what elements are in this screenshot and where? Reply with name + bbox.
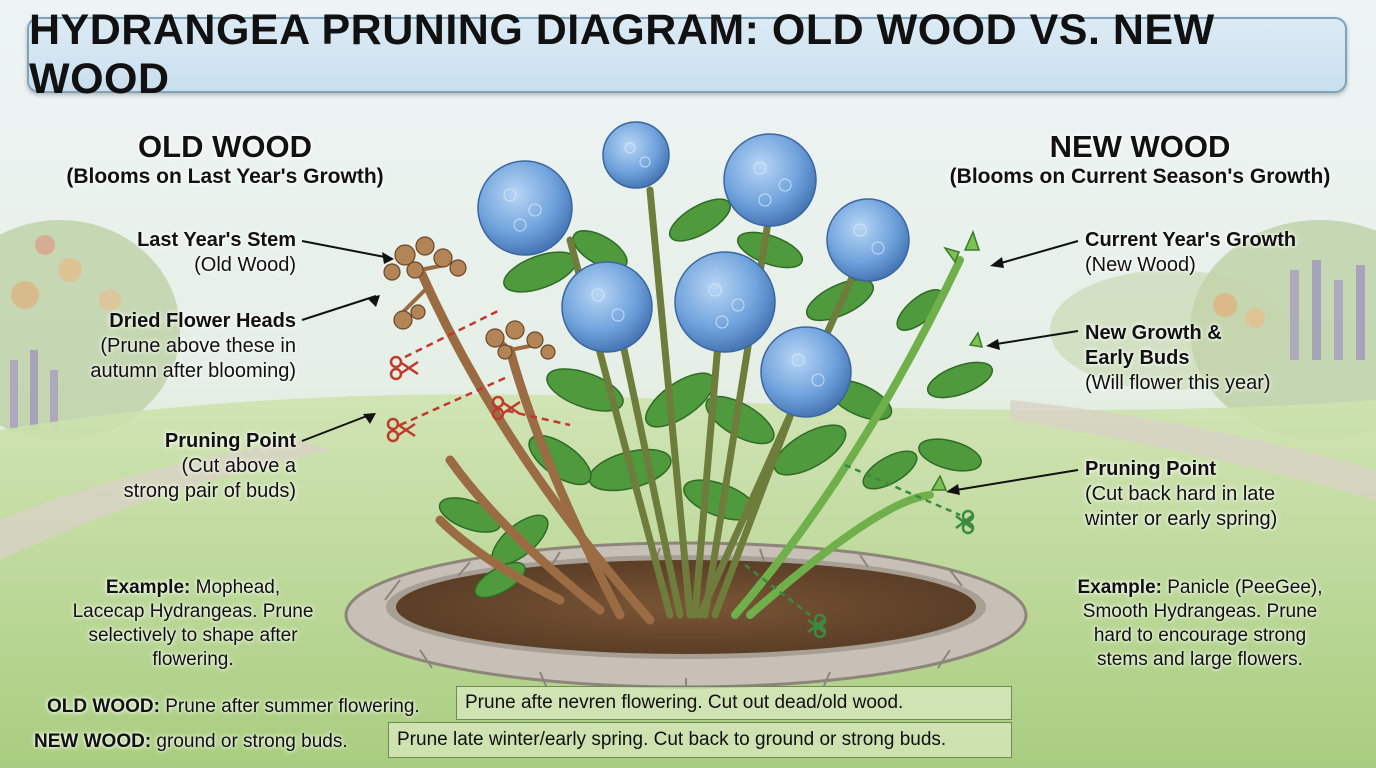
old-wood-section-header: OLD WOOD (Blooms on Last Year's Growth) [40,130,410,190]
new-wood-cut-lines [744,463,961,616]
summary-row-old-wood: OLD WOOD: Prune after summer flowering. [47,692,420,722]
example-text: Smooth Hydrangeas. Prune [1082,601,1318,622]
label-bold: Current Year's Growth [1085,229,1297,251]
new-wood-section-header: NEW WOOD (Blooms on Current Season's Gro… [920,130,1360,190]
label-text: (Will flower this year) [1085,372,1271,394]
example-text: Mophead, [190,577,281,598]
label-text: (Old Wood) [194,254,296,276]
summary-text: Prune after summer flowering. [159,696,420,717]
garden-path-left [0,440,330,560]
example-label: Example: [105,577,191,598]
arrowheads [363,252,1004,495]
hydrangea-blooms [477,121,910,418]
dried-flower-heads [383,236,556,360]
example-text: hard to encourage strong [1093,625,1307,646]
old-wood-stems [415,265,655,625]
label-text: (New Wood) [1085,254,1196,276]
label-old-pruning-point: Pruning Point (Cut above a strong pair o… [20,429,296,504]
example-text: selectively to shape after [88,625,298,646]
label-text-line: strong pair of buds) [123,480,296,502]
new-wood-example: Example: Panicle (PeeGee), Smooth Hydran… [1030,576,1370,672]
example-label: Example: [1077,577,1162,598]
page-title: HYDRANGEA PRUNING DIAGRAM: OLD WOOD VS. … [29,6,1215,103]
label-text-line: (Prune above these in [100,335,296,357]
summary-row-new-wood: NEW WOOD: ground or strong buds. [34,727,348,757]
label-text-line: (Cut above a [181,455,296,477]
old-wood-example: Example: Mophead, Lacecap Hydrangeas. Pr… [20,576,366,672]
callout-arrows [301,240,1079,492]
new-wood-heading: NEW WOOD [1049,129,1231,164]
summary-cell-old-wood: Prune afte nevren flowering. Cut out dea… [456,686,1012,720]
old-wood-subheading: (Blooms on Last Year's Growth) [66,165,384,188]
label-new-growth-buds: New Growth & Early Buds (Will flower thi… [1085,321,1365,396]
background-shrub-left [0,220,180,440]
new-wood-buds [930,229,984,491]
bloom-florets [503,142,885,387]
summary-text: ground or strong buds. [151,731,348,752]
label-bold-line: Early Buds [1085,347,1190,369]
example-text: flowering. [152,649,234,670]
garden-path-right [1010,400,1376,500]
label-bold-line: New Growth & [1085,322,1222,344]
label-text-line: winter or early spring) [1085,508,1278,530]
example-text: stems and large flowers. [1097,649,1303,670]
label-bold: Last Year's Stem [137,229,296,251]
example-text: Panicle (PeeGee), [1161,577,1323,598]
label-dried-flower-heads: Dried Flower Heads (Prune above these in… [20,309,296,384]
label-text-line: (Cut back hard in late [1085,483,1276,505]
scissors-icon-green [807,509,975,639]
summary-label: OLD WOOD: [47,696,160,717]
label-bold: Pruning Point [164,430,296,452]
label-bold: Dried Flower Heads [109,310,296,332]
label-last-years-stem: Last Year's Stem (Old Wood) [40,228,296,278]
label-new-pruning-point: Pruning Point (Cut back hard in late win… [1085,457,1365,532]
summary-label: NEW WOOD: [34,731,152,752]
label-text-line: autumn after blooming) [90,360,296,382]
title-banner: HYDRANGEA PRUNING DIAGRAM: OLD WOOD VS. … [27,6,1347,103]
background-flowers-right [1213,260,1365,360]
summary-cell-new-wood: Prune late winter/early spring. Cut back… [388,722,1012,758]
label-bold: Pruning Point [1085,458,1217,480]
old-wood-heading: OLD WOOD [138,129,312,164]
background-flowers-left [10,235,121,430]
new-wood-subheading: (Blooms on Current Season's Growth) [949,165,1331,188]
example-text: Lacecap Hydrangeas. Prune [72,601,314,622]
label-current-years-growth: Current Year's Growth (New Wood) [1085,228,1365,278]
scissors-icon [386,355,521,443]
new-wood-stems [731,256,964,619]
